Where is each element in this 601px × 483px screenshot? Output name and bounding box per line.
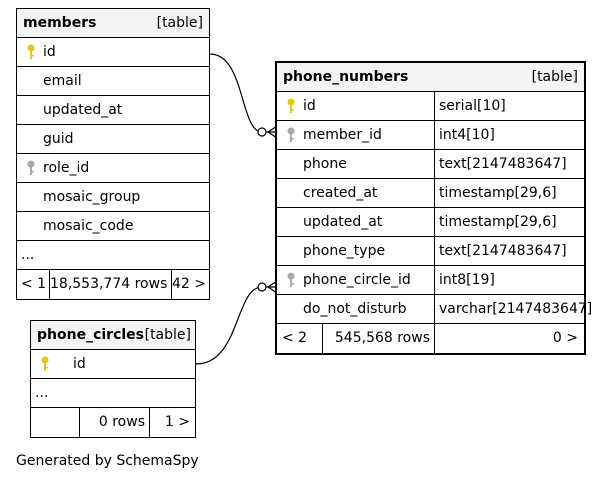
column-type: text[2147483647] [434,237,567,265]
children-link[interactable]: 42 > [171,270,209,299]
link-members-phone-numbers [209,53,275,133]
column-name: created_at [303,185,378,201]
members-header: members [table] [17,9,209,38]
link-circles-optional-marker [257,282,267,292]
members-footer: < 1 18,553,774 rows 42 > [17,270,209,299]
column-row: updated_at timestamp[29,6] [277,208,584,237]
phone-numbers-footer: < 2 545,568 rows 0 > [277,324,584,353]
column-row: created_at timestamp[29,6] [277,179,584,208]
column-row: id [31,350,195,379]
foreign-key-icon [287,272,295,287]
column-name: id [43,44,56,60]
table-type: [table] [144,327,191,343]
row-count: 545,568 rows [322,324,434,353]
table-type: [table] [156,15,203,31]
column-name: member_id [303,127,382,143]
phone-numbers-table[interactable]: phone_numbers [table] id serial[10] memb… [275,61,592,355]
column-row: phone_type text[2147483647] [277,237,584,266]
column-name: updated_at [303,214,383,230]
phone-numbers-header: phone_numbers [table] [277,63,584,92]
ellipsis-row: ... [31,379,195,408]
row-count: 18,553,774 rows [49,270,171,299]
members-table[interactable]: members [table] id email updated_at guid… [16,8,210,300]
column-type: varchar[2147483647] [434,295,592,323]
column-name: phone [303,156,347,172]
column-name: guid [43,131,74,147]
column-name: phone_type [303,243,386,259]
table-name: phone_numbers [283,69,409,85]
foreign-key-icon [27,160,35,175]
children-link[interactable]: 1 > [149,408,195,437]
column-name: role_id [43,160,90,176]
column-name: id [73,356,86,372]
table-name: phone_circles [37,327,144,343]
column-name: updated_at [43,102,123,118]
phone-circles-table[interactable]: phone_circles [table] id ... 0 rows 1 > [30,320,196,438]
column-row: mosaic_group [17,183,209,212]
column-name: mosaic_code [43,218,134,234]
column-name: email [43,73,82,89]
link-members-optional-marker [257,127,267,137]
column-row: phone text[2147483647] [277,150,584,179]
parents-link[interactable]: < 2 [282,330,308,346]
column-row: updated_at [17,96,209,125]
phone-circles-header: phone_circles [table] [31,321,195,350]
column-row: phone_circle_id int8[19] [277,266,584,295]
children-link[interactable]: 0 > [434,324,584,353]
column-row: id [17,38,209,67]
column-row: id serial[10] [277,92,584,121]
column-type: timestamp[29,6] [434,208,557,236]
primary-key-icon [287,98,295,113]
column-type: text[2147483647] [434,150,567,178]
column-name: id [303,98,316,114]
column-row: guid [17,125,209,154]
primary-key-icon [41,356,49,371]
foreign-key-icon [287,127,295,142]
column-row: mosaic_code [17,212,209,241]
column-type: int8[19] [434,266,495,294]
column-name: mosaic_group [43,189,141,205]
ellipsis-row: ... [17,241,209,270]
generated-by-label: Generated by SchemaSpy [16,453,199,469]
parents-link[interactable]: < 1 [21,276,47,292]
column-row: do_not_disturb varchar[2147483647] [277,295,592,324]
phone-circles-footer: 0 rows 1 > [31,408,195,437]
column-type: int4[10] [434,121,495,149]
column-row: member_id int4[10] [277,121,584,150]
primary-key-icon [27,44,35,59]
column-row: role_id [17,154,209,183]
table-type: [table] [531,69,578,85]
table-name: members [23,15,97,31]
column-name: phone_circle_id [303,272,411,288]
ellipsis: ... [35,385,49,401]
column-type: timestamp[29,6] [434,179,557,207]
column-row: email [17,67,209,96]
row-count: 0 rows [79,408,149,437]
column-type: serial[10] [434,92,506,120]
column-name: do_not_disturb [303,301,407,317]
ellipsis: ... [21,247,35,263]
